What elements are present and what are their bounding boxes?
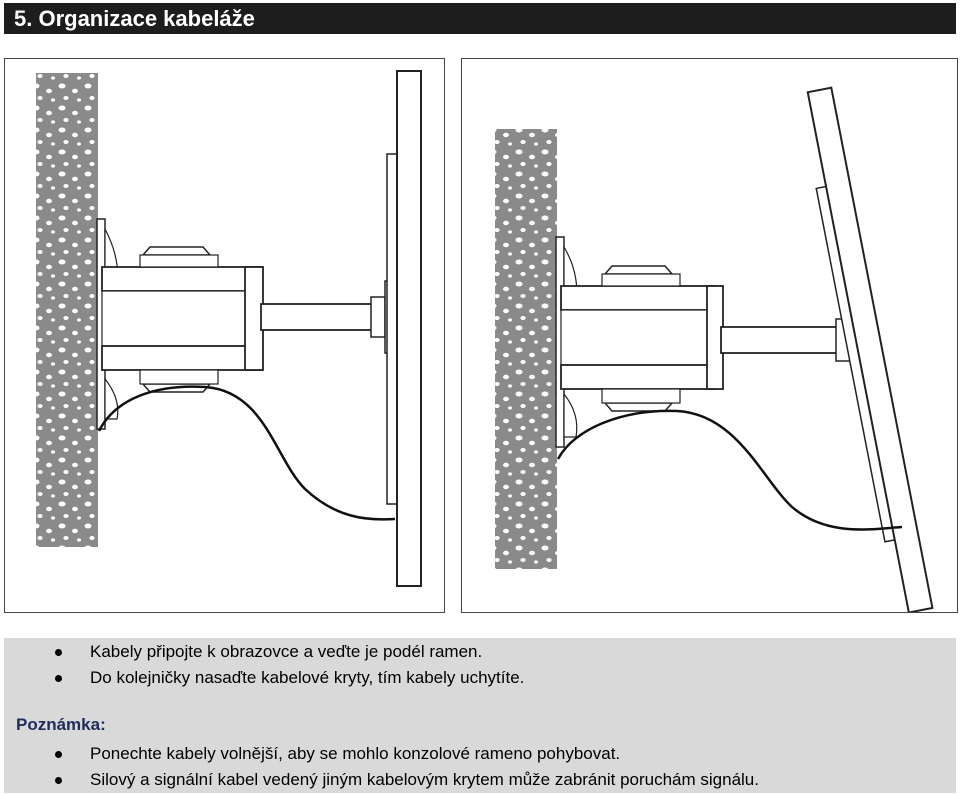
illustration-straight xyxy=(4,58,445,613)
list-item: Do kolejničky nasaďte kabelové kryty, tí… xyxy=(4,665,524,691)
lower-arm xyxy=(720,326,840,354)
upper-arm-top xyxy=(101,266,263,292)
wall xyxy=(495,129,557,569)
list-item: Kabely připojte k obrazovce a veďte je p… xyxy=(4,639,524,665)
cable xyxy=(556,409,903,531)
lower-arm xyxy=(260,303,378,331)
instruction-list: Kabely připojte k obrazovce a veďte je p… xyxy=(4,639,524,691)
list-item: Ponechte kabely volnější, aby se mohlo k… xyxy=(4,741,759,767)
wall-mount-straight-drawing xyxy=(36,70,422,587)
bullet-icon xyxy=(55,649,62,656)
tv-screen xyxy=(806,86,934,612)
list-item: Silový a signální kabel vedený jiným kab… xyxy=(4,767,759,793)
wall xyxy=(36,73,98,547)
note-list: Ponechte kabely volnější, aby se mohlo k… xyxy=(4,741,759,793)
bullet-icon xyxy=(55,751,62,758)
note-heading: Poznámka: xyxy=(16,715,106,734)
section-header: 5. Organizace kabeláže xyxy=(4,3,956,34)
tv-screen xyxy=(396,70,422,587)
bullet-icon xyxy=(55,777,62,784)
upper-arm-bottom xyxy=(560,364,717,390)
cable xyxy=(97,385,396,521)
upper-arm-top xyxy=(560,285,717,311)
section-title: 5. Organizace kabeláže xyxy=(14,6,255,31)
upper-arm-bottom xyxy=(101,345,263,371)
illustration-tilted xyxy=(461,58,958,613)
instructions-box: Kabely připojte k obrazovce a veďte je p… xyxy=(4,638,956,793)
wall-mount-tilted-drawing xyxy=(495,86,934,612)
bullet-icon xyxy=(55,675,62,682)
